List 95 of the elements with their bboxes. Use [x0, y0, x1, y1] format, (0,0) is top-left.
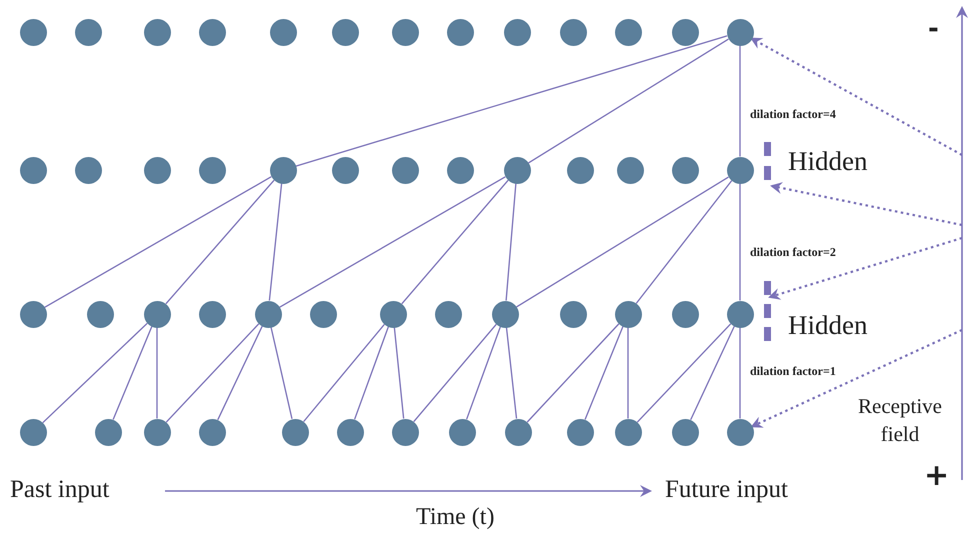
neuron-circle: [566, 418, 594, 446]
dotted-arrow: [750, 38, 963, 156]
neuron-circle: [392, 18, 418, 46]
neuron-circle: [492, 300, 518, 328]
time-end-label: Future input: [665, 476, 788, 504]
connector-line: [528, 38, 729, 164]
neuron-circle: [144, 18, 170, 46]
neuron-circle: [560, 18, 586, 46]
connector-line: [44, 176, 272, 308]
neuron-circle: [726, 156, 754, 184]
connector-line: [584, 326, 624, 420]
neuron-circle: [74, 156, 102, 184]
neuron-circle: [94, 418, 122, 446]
neuron-circle: [614, 300, 642, 328]
connector-line: [636, 180, 732, 304]
neuron-circle: [198, 300, 226, 328]
time-start-label: Past input: [10, 476, 110, 504]
connector-line: [627, 328, 629, 418]
neuron-circle: [332, 156, 358, 184]
neuron-circle: [20, 418, 46, 446]
connector-line: [296, 35, 728, 167]
axis-label: Receptive field: [857, 393, 943, 448]
dilation-label: dilation factor=1: [750, 364, 836, 379]
neuron-circle: [198, 18, 226, 46]
dilation-label: dilation factor=4: [750, 107, 836, 122]
neuron-circle: [270, 156, 296, 184]
neuron-circle: [726, 418, 754, 446]
connector-line: [42, 322, 148, 424]
connector-line: [690, 326, 735, 420]
neuron-circle: [446, 156, 474, 184]
neuron-circle: [144, 418, 170, 446]
neuron-circle: [616, 156, 644, 184]
neuron-circle: [504, 418, 532, 446]
neuron-circle: [270, 18, 296, 46]
connector-line: [401, 180, 509, 304]
neuron-circle: [672, 18, 698, 46]
connector-line: [516, 176, 729, 308]
neuron-circle: [198, 418, 226, 446]
neuron-circle: [332, 18, 358, 46]
connector-line: [166, 323, 260, 423]
axis-title: Time (t): [416, 504, 494, 531]
neuron-circle: [672, 156, 698, 184]
connector-line: [303, 324, 385, 422]
connector-line: [268, 183, 282, 301]
connector-line: [217, 326, 263, 420]
connector-line: [270, 327, 293, 419]
connector-line: [739, 328, 741, 418]
neuron-circle: [504, 18, 530, 46]
neuron-circle: [614, 18, 642, 46]
neuron-circle: [392, 418, 418, 446]
dotted-arrow: [770, 182, 962, 226]
connector-line: [354, 326, 389, 420]
connector-line: [506, 327, 518, 419]
connector-line: [394, 327, 404, 419]
minus-sign: -: [928, 14, 939, 44]
neuron-circle: [726, 18, 754, 46]
connector-line: [739, 184, 741, 300]
neuron-circle: [254, 300, 282, 328]
connector-line: [466, 326, 501, 420]
neuron-circle: [20, 156, 46, 184]
neuron-circle: [566, 156, 594, 184]
connector-line: [279, 176, 506, 308]
plus-sign: +: [924, 458, 950, 493]
neuron-circle: [20, 18, 46, 46]
connector-line: [413, 324, 497, 422]
dilation-label: dilation factor=2: [750, 245, 836, 260]
neuron-circle: [446, 18, 474, 46]
connector-line: [636, 323, 732, 423]
neuron-circle: [448, 418, 476, 446]
neuron-circle: [86, 300, 114, 328]
connector-line: [505, 183, 517, 301]
neuron-circle: [614, 418, 642, 446]
neuron-circle: [198, 156, 226, 184]
dotted-arrow: [768, 236, 962, 300]
neuron-circle: [392, 156, 418, 184]
connector-line: [526, 323, 620, 423]
connector-line: [165, 180, 275, 304]
neuron-circle: [144, 300, 170, 328]
connector-line: [156, 328, 158, 418]
connector-line: [739, 46, 741, 156]
neuron-circle: [560, 300, 586, 328]
neuron-circle: [336, 418, 364, 446]
neuron-circle: [726, 300, 754, 328]
neuron-circle: [672, 300, 698, 328]
connector-line: [112, 326, 152, 420]
neuron-circle: [380, 300, 406, 328]
neuron-circle: [144, 156, 170, 184]
neuron-circle: [282, 418, 308, 446]
neuron-circle: [434, 300, 462, 328]
neuron-circle: [74, 18, 102, 46]
dotted-arrow: [750, 329, 962, 428]
neuron-circle: [20, 300, 46, 328]
neuron-circle: [504, 156, 530, 184]
neuron-circle: [310, 300, 336, 328]
neuron-circle: [672, 418, 698, 446]
